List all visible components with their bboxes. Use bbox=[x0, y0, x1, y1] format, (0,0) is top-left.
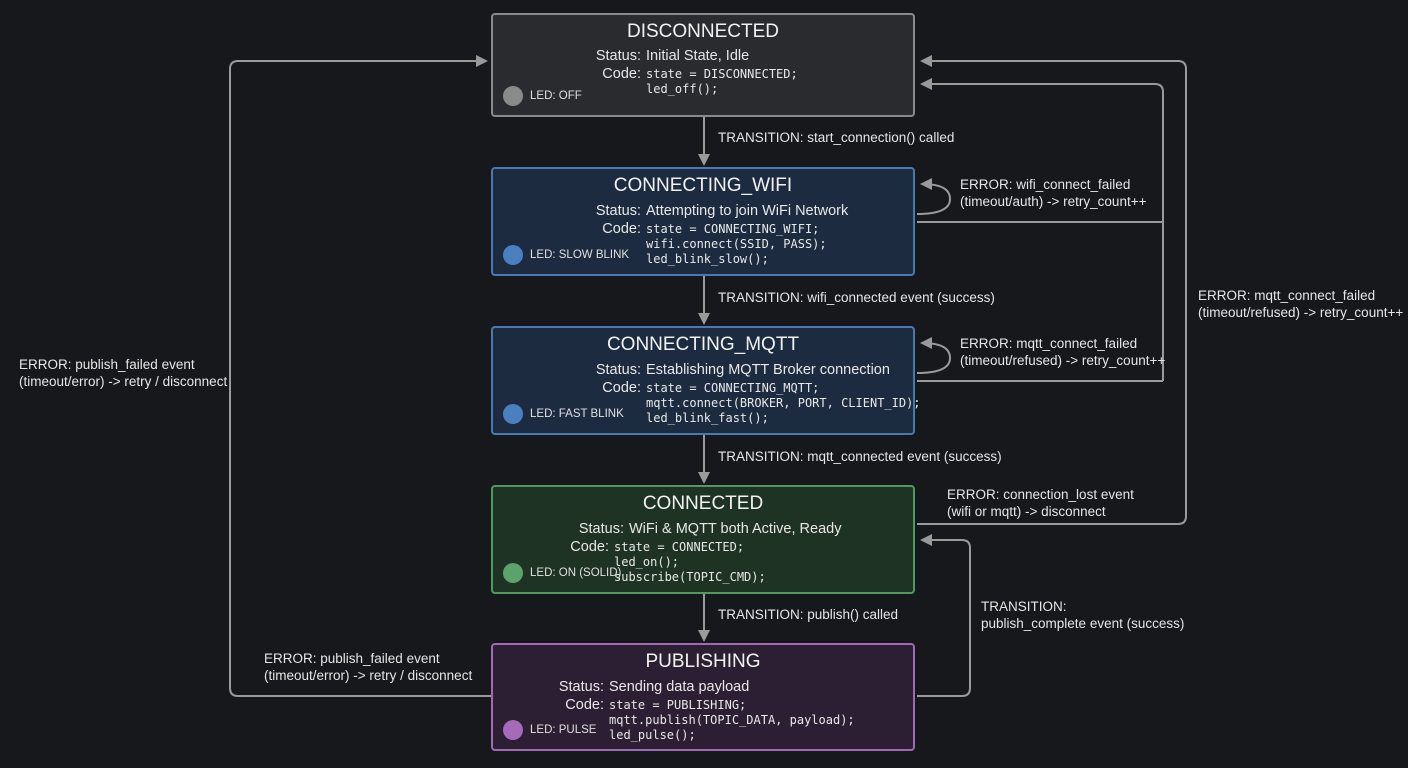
code-block: state = DISCONNECTED; led_off(); bbox=[646, 67, 798, 96]
led-purple-icon bbox=[503, 720, 523, 740]
led-label: LED: FAST BLINK bbox=[530, 408, 624, 420]
transition-wifi-connected-label: TRANSITION: wifi_connected event (succes… bbox=[718, 290, 995, 305]
code-block: state = CONNECTING_WIFI; wifi.connect(SS… bbox=[646, 222, 827, 266]
led-label: LED: SLOW BLINK bbox=[530, 249, 630, 261]
status-text: Attempting to join WiFi Network bbox=[646, 203, 849, 219]
state-title: PUBLISHING bbox=[645, 651, 761, 672]
status-label: Status: bbox=[595, 362, 641, 378]
led-indicator: LED: ON (SOLID) bbox=[503, 563, 621, 583]
error-publish-failed-bottom-label: ERROR: publish_failed event (timeout/err… bbox=[264, 651, 473, 683]
led-label: LED: OFF bbox=[530, 90, 582, 102]
state-disconnected: DISCONNECTED Status: Initial State, Idle… bbox=[491, 13, 915, 117]
error-publish-failed-left-label: ERROR: publish_failed event (timeout/err… bbox=[19, 357, 228, 389]
status-text: Establishing MQTT Broker connection bbox=[646, 362, 890, 378]
transition-publish-label: TRANSITION: publish() called bbox=[718, 607, 899, 622]
code-label: Code: bbox=[565, 697, 604, 713]
state-title: DISCONNECTED bbox=[626, 21, 779, 42]
line-connection-lost bbox=[917, 55, 1187, 525]
state-title: CONNECTING_MQTT bbox=[606, 334, 800, 355]
code-label: Code: bbox=[602, 66, 641, 82]
transition-start-connection-label: TRANSITION: start_connection() called bbox=[718, 130, 955, 145]
error-mqtt-retry-label: ERROR: mqtt_connect_failed (timeout/refu… bbox=[960, 336, 1166, 368]
led-green-icon bbox=[503, 563, 523, 583]
error-wifi-retry-label: ERROR: wifi_connect_failed (timeout/auth… bbox=[960, 177, 1147, 209]
led-off-icon bbox=[503, 86, 523, 106]
state-title: CONNECTED bbox=[642, 493, 764, 514]
state-publishing: PUBLISHING Status: Sending data payload … bbox=[491, 643, 915, 751]
status-label: Status: bbox=[558, 679, 604, 695]
led-indicator: LED: PULSE bbox=[503, 720, 596, 740]
code-block: state = PUBLISHING; mqtt.publish(TOPIC_D… bbox=[609, 698, 855, 742]
code-block: state = CONNECTING_MQTT; mqtt.connect(BR… bbox=[646, 381, 921, 425]
status-text: Initial State, Idle bbox=[646, 48, 750, 64]
status-text: Sending data payload bbox=[609, 679, 750, 695]
line-inner-return bbox=[920, 78, 1164, 381]
error-connection-lost-label: ERROR: connection_lost event (wifi or mq… bbox=[947, 487, 1134, 519]
status-text: WiFi & MQTT both Active, Ready bbox=[629, 521, 842, 537]
loop-wifi-retry bbox=[916, 178, 951, 215]
code-block: state = CONNECTED; led_on(); subscribe(T… bbox=[614, 540, 766, 584]
led-indicator: LED: SLOW BLINK bbox=[503, 245, 629, 265]
line-publish-complete bbox=[917, 534, 971, 697]
led-indicator: LED: OFF bbox=[503, 86, 582, 106]
line-publish-failed bbox=[229, 55, 491, 697]
status-label: Status: bbox=[578, 521, 624, 537]
led-blue-icon bbox=[503, 404, 523, 424]
led-indicator: LED: FAST BLINK bbox=[503, 404, 624, 424]
state-title: CONNECTING_WIFI bbox=[613, 175, 793, 196]
led-label: LED: PULSE bbox=[530, 724, 597, 736]
state-connected: CONNECTED Status: WiFi & MQTT both Activ… bbox=[491, 485, 915, 594]
transition-mqtt-connected-label: TRANSITION: mqtt_connected event (succes… bbox=[718, 449, 1002, 464]
code-label: Code: bbox=[570, 539, 609, 555]
state-connecting-mqtt: CONNECTING_MQTT Status: Establishing MQT… bbox=[491, 326, 921, 435]
led-label: LED: ON (SOLID) bbox=[530, 567, 622, 579]
transition-publish-complete-label: TRANSITION: publish_complete event (succ… bbox=[981, 599, 1185, 631]
loop-mqtt-retry bbox=[916, 337, 951, 374]
code-label: Code: bbox=[602, 221, 641, 237]
status-label: Status: bbox=[595, 203, 641, 219]
state-connecting-wifi: CONNECTING_WIFI Status: Attempting to jo… bbox=[491, 167, 915, 276]
error-mqtt-outer-label: ERROR: mqtt_connect_failed (timeout/refu… bbox=[1198, 288, 1404, 320]
status-label: Status: bbox=[595, 48, 641, 64]
code-label: Code: bbox=[602, 380, 641, 396]
led-blue-icon bbox=[503, 245, 523, 265]
